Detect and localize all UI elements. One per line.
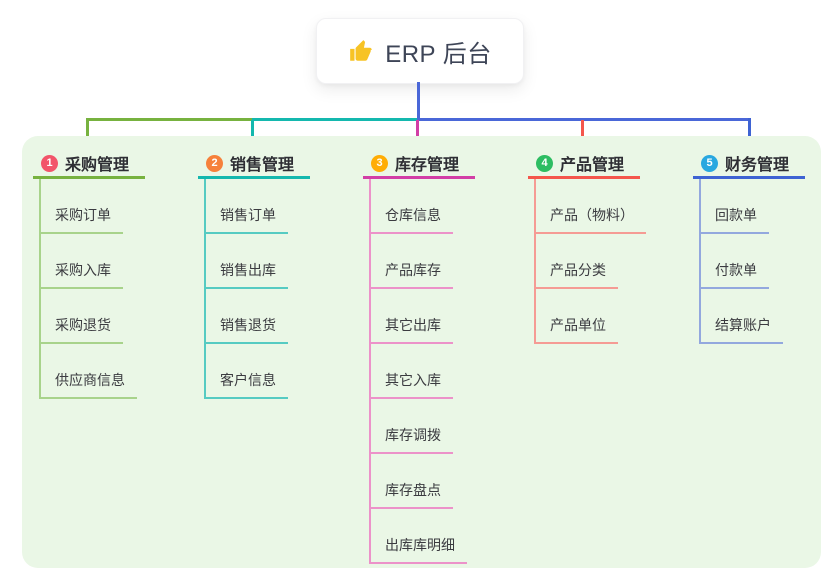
branch-header-sales[interactable]: 2 销售管理	[198, 150, 310, 179]
branch-title: 销售管理	[230, 157, 295, 174]
tree-node[interactable]: 仓库信息	[371, 179, 475, 234]
branch-number-badge: 1	[41, 154, 58, 172]
node-label: 客户信息	[206, 370, 288, 399]
branch-children: 销售订单 销售出库 销售退货 客户信息	[204, 179, 310, 399]
node-label: 供应商信息	[41, 370, 137, 399]
connector-rail-mid	[252, 118, 418, 121]
branch-header-product[interactable]: 4 产品管理	[528, 150, 640, 179]
connector-drop-purchase	[86, 118, 89, 145]
thumbs-up-icon	[348, 38, 374, 64]
tree-node[interactable]: 付款单	[701, 234, 805, 289]
branch-number-badge: 4	[536, 154, 553, 172]
branch-title: 库存管理	[395, 157, 460, 174]
tree-node[interactable]: 产品（物料）	[536, 179, 646, 234]
node-label: 结算账户	[701, 315, 783, 344]
node-label: 产品单位	[536, 315, 618, 344]
connector-rail-right	[417, 118, 751, 121]
branch-finance: 5 财务管理 回款单 付款单 结算账户	[693, 150, 805, 344]
tree-node[interactable]: 采购入库	[41, 234, 145, 289]
tree-node[interactable]: 产品单位	[536, 289, 640, 344]
node-label: 产品（物料）	[536, 205, 646, 234]
branch-header-inventory[interactable]: 3 库存管理	[363, 150, 475, 179]
connector-drop-finance	[748, 118, 751, 145]
connector-drop-inventory	[416, 120, 419, 146]
tree-node[interactable]: 销售出库	[206, 234, 310, 289]
tree-node[interactable]: 产品库存	[371, 234, 475, 289]
branch-title: 采购管理	[65, 157, 130, 174]
node-label: 产品库存	[371, 260, 453, 289]
branch-purchase: 1 采购管理 采购订单 采购入库 采购退货 供应商信息	[33, 150, 145, 399]
branch-children: 产品（物料） 产品分类 产品单位	[534, 179, 646, 344]
root-node-label: ERP 后台	[385, 40, 492, 68]
tree-node[interactable]: 结算账户	[701, 289, 805, 344]
tree-node[interactable]: 产品分类	[536, 234, 640, 289]
connector-rail-left	[86, 118, 254, 121]
node-label: 付款单	[701, 260, 769, 289]
tree-node[interactable]: 其它出库	[371, 289, 475, 344]
branch-number-badge: 2	[206, 154, 223, 172]
branch-title: 产品管理	[560, 157, 625, 174]
node-label: 采购订单	[41, 205, 123, 234]
connector-root-vertical	[417, 82, 420, 118]
node-label: 产品分类	[536, 260, 618, 289]
node-label: 出库库明细	[371, 535, 467, 564]
branches-panel	[22, 136, 821, 568]
branch-sales: 2 销售管理 销售订单 销售出库 销售退货 客户信息	[198, 150, 310, 399]
branch-children: 采购订单 采购入库 采购退货 供应商信息	[39, 179, 145, 399]
tree-node[interactable]: 销售订单	[206, 179, 310, 234]
node-label: 库存盘点	[371, 480, 453, 509]
connector-drop-product	[581, 120, 584, 144]
tree-node[interactable]: 其它入库	[371, 344, 475, 399]
branch-children: 仓库信息 产品库存 其它出库 其它入库 库存调拨 库存盘点 出库库明细	[369, 179, 475, 564]
tree-node[interactable]: 回款单	[701, 179, 805, 234]
node-label: 采购退货	[41, 315, 123, 344]
connector-drop-sales	[251, 120, 254, 144]
tree-node[interactable]: 出库库明细	[371, 509, 475, 564]
node-label: 其它出库	[371, 315, 453, 344]
node-label: 库存调拨	[371, 425, 453, 454]
branch-product: 4 产品管理 产品（物料） 产品分类 产品单位	[528, 150, 646, 344]
tree-node[interactable]: 销售退货	[206, 289, 310, 344]
node-label: 销售出库	[206, 260, 288, 289]
branch-header-purchase[interactable]: 1 采购管理	[33, 150, 145, 179]
node-label: 回款单	[701, 205, 769, 234]
tree-node[interactable]: 客户信息	[206, 344, 310, 399]
tree-node[interactable]: 供应商信息	[41, 344, 145, 399]
branch-header-finance[interactable]: 5 财务管理	[693, 150, 805, 179]
node-label: 销售订单	[206, 205, 288, 234]
branch-number-badge: 3	[371, 154, 388, 172]
tree-node[interactable]: 采购退货	[41, 289, 145, 344]
root-node-erp[interactable]: ERP 后台	[316, 18, 524, 84]
branch-number-badge: 5	[701, 154, 718, 172]
node-label: 销售退货	[206, 315, 288, 344]
tree-node[interactable]: 采购订单	[41, 179, 145, 234]
node-label: 采购入库	[41, 260, 123, 289]
branch-inventory: 3 库存管理 仓库信息 产品库存 其它出库 其它入库 库存调拨 库存盘点 出库库…	[363, 150, 475, 564]
branch-children: 回款单 付款单 结算账户	[699, 179, 805, 344]
branch-title: 财务管理	[725, 157, 790, 174]
tree-node[interactable]: 库存盘点	[371, 454, 475, 509]
node-label: 仓库信息	[371, 205, 453, 234]
node-label: 其它入库	[371, 370, 453, 399]
tree-node[interactable]: 库存调拨	[371, 399, 475, 454]
